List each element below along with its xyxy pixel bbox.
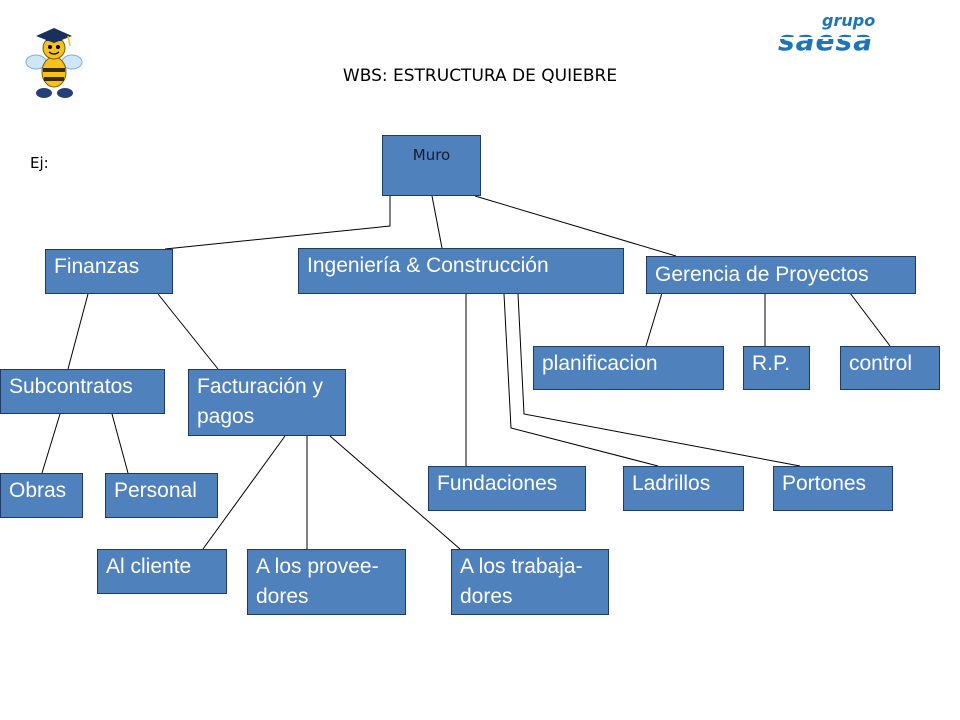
node-subcontratos-label: Subcontratos xyxy=(9,375,133,398)
connector-muro-ingenieria xyxy=(431,195,443,249)
node-muro: Muro xyxy=(382,135,481,196)
connector-finanzas-facturacion xyxy=(157,293,219,370)
connector-finanzas-subcontratos xyxy=(67,293,89,370)
node-facturacion-pagos: Facturación y pagos xyxy=(188,369,346,436)
node-gerencia-proyectos: Gerencia de Proyectos xyxy=(646,256,916,294)
node-rp-label: R.P. xyxy=(752,352,791,375)
connector-gerencia-control xyxy=(849,292,891,347)
node-personal: Personal xyxy=(105,473,218,518)
node-obras: Obras xyxy=(0,473,83,518)
node-planificacion: planificacion xyxy=(533,346,724,390)
node-facturacion-label-line1: Facturación y xyxy=(197,375,324,398)
node-ingenieria-label: Ingeniería & Construcción xyxy=(307,254,549,277)
node-portones-label: Portones xyxy=(782,472,867,495)
node-trabajadores-label-line2: dores xyxy=(460,585,513,608)
connector-muro-finanzas xyxy=(164,196,391,250)
node-finanzas-label: Finanzas xyxy=(54,255,140,278)
node-ingenieria-construccion: Ingeniería & Construcción xyxy=(298,248,624,294)
connector-muro-gerencia xyxy=(474,195,677,257)
node-a-los-proveedores: A los provee- dores xyxy=(247,549,406,615)
node-a-los-trabajadores: A los trabaja- dores xyxy=(451,549,609,615)
node-proveedores-label-line2: dores xyxy=(256,585,309,608)
node-subcontratos: Subcontratos xyxy=(0,369,165,414)
node-portones: Portones xyxy=(773,466,893,511)
node-al-cliente-label: Al cliente xyxy=(106,555,192,578)
slide-title: WBS: ESTRUCTURA DE QUIEBRE xyxy=(342,66,618,86)
node-obras-label: Obras xyxy=(9,479,67,502)
node-facturacion-label-line2: pagos xyxy=(197,405,255,428)
node-finanzas: Finanzas xyxy=(45,249,173,294)
saesa-logo: grupo saesa xyxy=(778,11,940,54)
connector-subcontratos-obras xyxy=(41,413,61,474)
connector-gerencia-planificacion xyxy=(645,292,663,347)
node-muro-label: Muro xyxy=(412,146,451,164)
example-label: Ej: xyxy=(30,154,49,172)
connector-ingenieria-portones xyxy=(517,293,801,467)
node-control: control xyxy=(840,346,940,390)
node-personal-label: Personal xyxy=(114,479,197,502)
node-rp: R.P. xyxy=(743,346,810,390)
node-proveedores-label-line1: A los provee- xyxy=(256,555,379,578)
connector-facturacion-trabajadores xyxy=(329,435,461,550)
connector-ingenieria-ladrillos xyxy=(503,293,659,467)
node-ladrillos-label: Ladrillos xyxy=(632,472,711,495)
node-trabajadores-label-line1: A los trabaja- xyxy=(460,555,583,578)
node-planificacion-label: planificacion xyxy=(542,352,658,375)
connector-subcontratos-personal xyxy=(111,413,129,474)
connector-facturacion-cliente xyxy=(202,435,286,550)
node-al-cliente: Al cliente xyxy=(97,549,227,594)
node-control-label: control xyxy=(849,352,913,375)
node-ladrillos: Ladrillos xyxy=(623,466,744,511)
node-gerencia-label: Gerencia de Proyectos xyxy=(655,263,869,286)
svg-text:grupo: grupo xyxy=(822,11,875,30)
node-fundaciones: Fundaciones xyxy=(428,466,586,511)
graduate-bee-mascot-icon xyxy=(25,28,83,98)
node-fundaciones-label: Fundaciones xyxy=(437,472,558,495)
